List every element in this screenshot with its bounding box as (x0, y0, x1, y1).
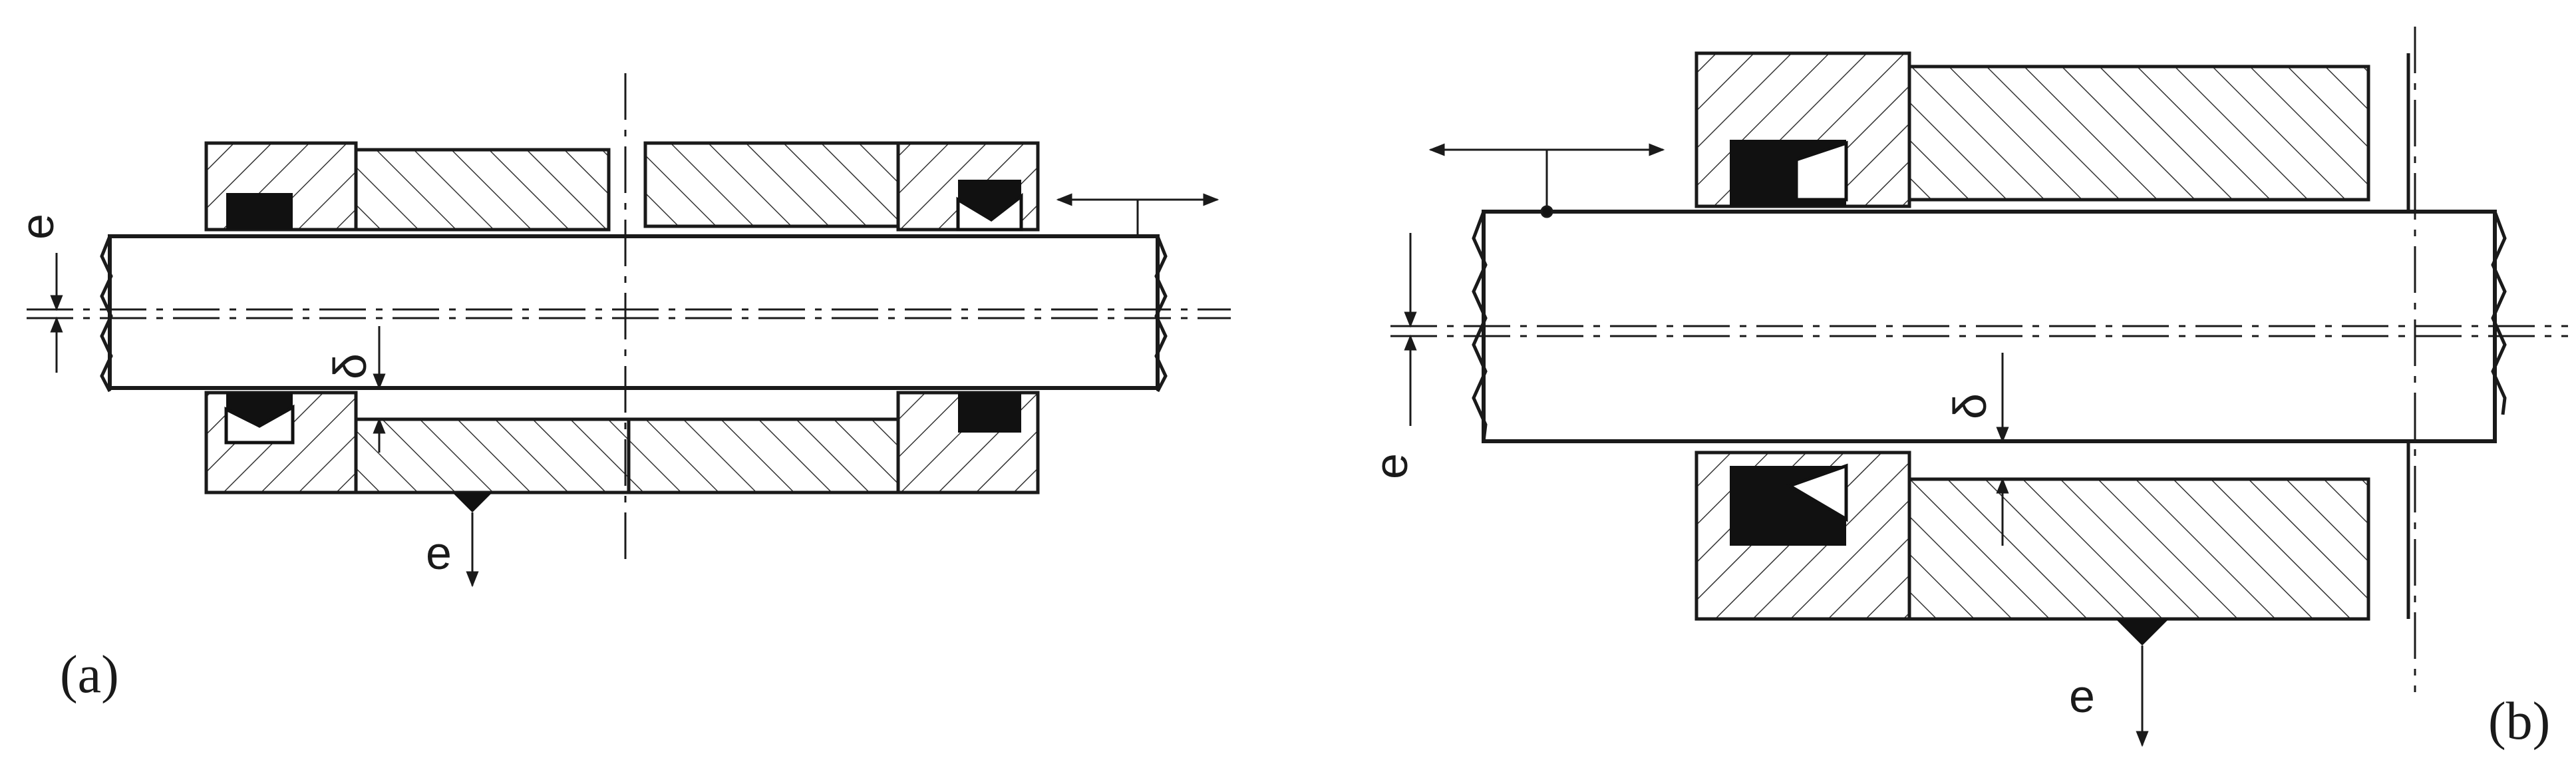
seal-a-bottom-right (958, 393, 1021, 433)
panel-a-centerlines (27, 73, 1231, 559)
panel-a-label-delta: δ (324, 353, 376, 379)
panel-a-label-e-bottom: e (426, 527, 452, 579)
panel-a-motion-arrow (1056, 193, 1219, 236)
panel-b-label-delta: δ (1944, 393, 1996, 419)
panel-a: e δ e (a) (11, 73, 1231, 704)
seal-a-top-left (226, 193, 293, 230)
panel-b-seals (1730, 140, 1848, 546)
panel-b-motion-arrow (1428, 143, 1665, 218)
panel-b-dim-e-bottom (2116, 619, 2169, 747)
panel-a-shaft (100, 234, 1168, 393)
panel-b-centerlines (1390, 27, 2568, 692)
panel-b-label: (b) (2488, 692, 2550, 751)
panel-a-dim-e-bottom (452, 492, 492, 588)
panel-b-label-e-bottom: e (2069, 670, 2095, 722)
panel-b-label-e-left: e (1365, 453, 1417, 479)
panel-a-seals (224, 180, 1023, 445)
panel-b: e δ e (b) (1365, 27, 2568, 751)
panel-a-label-e-left: e (11, 214, 63, 240)
panel-b-dim-delta (1916, 353, 2029, 546)
panel-a-label: (a) (60, 646, 119, 704)
panel-a-dim-delta (359, 326, 412, 453)
